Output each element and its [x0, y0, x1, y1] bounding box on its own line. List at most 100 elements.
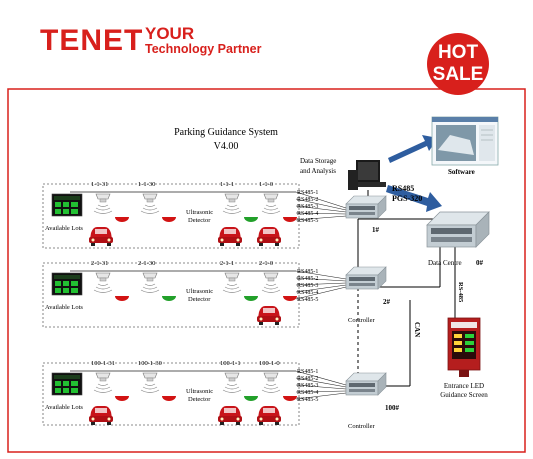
rs485-label: RS485-5: [297, 397, 318, 403]
space-id: 1-1-1: [220, 181, 234, 188]
rs485-label: RS485-5: [297, 297, 318, 303]
can-label: CAN: [413, 322, 421, 337]
space-id: 2-1-1: [220, 260, 234, 267]
parked-car: [89, 227, 113, 246]
group-box-2: [42, 262, 300, 328]
detector-label-1: Ultrasonic: [186, 388, 213, 395]
indicator-lamp: [283, 217, 297, 222]
storage-label-2: and Analysis: [300, 167, 336, 175]
group-texts: RS485-1RS485-2RS485-3RS485-4RS485-5Avail…: [45, 181, 400, 430]
rs485-label: RS485-4: [297, 390, 318, 396]
bus-label: RS485: [392, 184, 414, 193]
rs485-line: [295, 198, 347, 211]
data-storage-computer: [348, 160, 386, 190]
rs485-label: RS485-1: [297, 269, 318, 275]
ultrasonic-sensor: [140, 272, 160, 293]
ultrasonic-sensor: [140, 372, 160, 393]
rs485-line: [295, 205, 347, 213]
detector-label-2: Detector: [188, 296, 211, 303]
rs485-line: [295, 270, 347, 280]
software-screenshot: [431, 116, 499, 166]
arrow-to-centre: [386, 185, 442, 212]
data-centre-label: Data Centre: [428, 259, 462, 267]
controller-2: [345, 266, 387, 290]
storage-label-1: Data Storage: [300, 157, 336, 165]
rs485-label: RS485-2: [297, 276, 318, 282]
indicator-lamp: [115, 396, 129, 401]
group-box-1: [42, 183, 300, 249]
rs485-label: RS485-2: [297, 197, 318, 203]
rs485-line: [295, 212, 347, 215]
screen-label-2: Guidance Screen: [440, 391, 488, 399]
rs485-label: RS485-3: [297, 204, 318, 210]
data-centre-num: 0#: [476, 259, 484, 267]
indicator-lamp: [115, 296, 129, 301]
indicator-lamp: [244, 296, 258, 301]
rs485-line: [295, 390, 347, 393]
controller-label: Controller: [348, 317, 376, 324]
hot-sale-badge: HOT SALE: [427, 33, 489, 95]
rs485-line: [295, 377, 347, 388]
brand-logo: TENET YOUR Technology Partner: [40, 24, 261, 58]
ultrasonic-sensor: [93, 193, 113, 214]
brand-your: YOUR: [145, 24, 195, 43]
indicator-lamp: [162, 396, 176, 401]
controller-1: [345, 195, 387, 219]
badge-line-2: SALE: [432, 64, 484, 85]
detector-label-2: Detector: [188, 217, 211, 224]
available-lots-display: [51, 272, 83, 296]
parked-car: [257, 306, 281, 325]
space-id: 1-1-0: [259, 181, 273, 188]
rs485-label: RS485-2: [297, 376, 318, 382]
ultrasonic-sensor: [140, 193, 160, 214]
indicator-lamp: [162, 296, 176, 301]
indicator-lamp: [115, 217, 129, 222]
controller-number: 2#: [383, 298, 391, 306]
rs485-line: [295, 384, 347, 390]
parked-car: [218, 406, 242, 425]
detector-label-1: Ultrasonic: [186, 209, 213, 216]
rs485-line: [295, 277, 347, 282]
parked-car: [257, 227, 281, 246]
rs485-line: [295, 286, 347, 300]
indicator-lamp: [162, 217, 176, 222]
indicator-lamp: [283, 296, 297, 301]
group-box-3: [42, 362, 300, 426]
arrow-to-software: [388, 135, 438, 163]
software-label: Software: [448, 168, 475, 176]
rs485-label: RS485-4: [297, 290, 318, 296]
rs485-label: RS485-1: [297, 369, 318, 375]
title-line-2: V4.00: [214, 141, 239, 152]
screen-label-1: Entrance LED: [444, 382, 484, 390]
data-centre-device: [426, 211, 490, 248]
indicator-lamp: [244, 217, 258, 222]
controller-label: Controller: [348, 423, 376, 430]
space-id: 2-1-31: [91, 260, 108, 267]
space-id: 2-1-30: [138, 260, 155, 267]
space-id: 100-1-1: [220, 360, 241, 367]
space-id: 100-1-31: [91, 360, 115, 367]
rs485-label: RS485-3: [297, 283, 318, 289]
product-label: PGS-320: [392, 194, 422, 203]
controller-100: [345, 372, 387, 396]
ultrasonic-sensor: [93, 272, 113, 293]
rs485-label: RS485-5: [297, 218, 318, 224]
entrance-led-screen: [447, 317, 481, 377]
available-lots-label: Available Lots: [45, 225, 83, 232]
ultrasonic-sensor: [222, 272, 242, 293]
space-id: 1-1-30: [138, 181, 155, 188]
group-graphics: [51, 191, 347, 425]
controller-number: 1#: [372, 226, 380, 234]
parked-car: [218, 227, 242, 246]
controller-number: 100#: [385, 404, 400, 412]
ultrasonic-sensor: [261, 193, 281, 214]
ultrasonic-sensor: [93, 372, 113, 393]
rs485-line: [295, 191, 347, 209]
indicator-lamp: [244, 396, 258, 401]
rs485-line: [295, 392, 347, 400]
ultrasonic-sensor: [261, 272, 281, 293]
brand-name: TENET: [40, 24, 144, 57]
space-id: 100-1-30: [138, 360, 162, 367]
